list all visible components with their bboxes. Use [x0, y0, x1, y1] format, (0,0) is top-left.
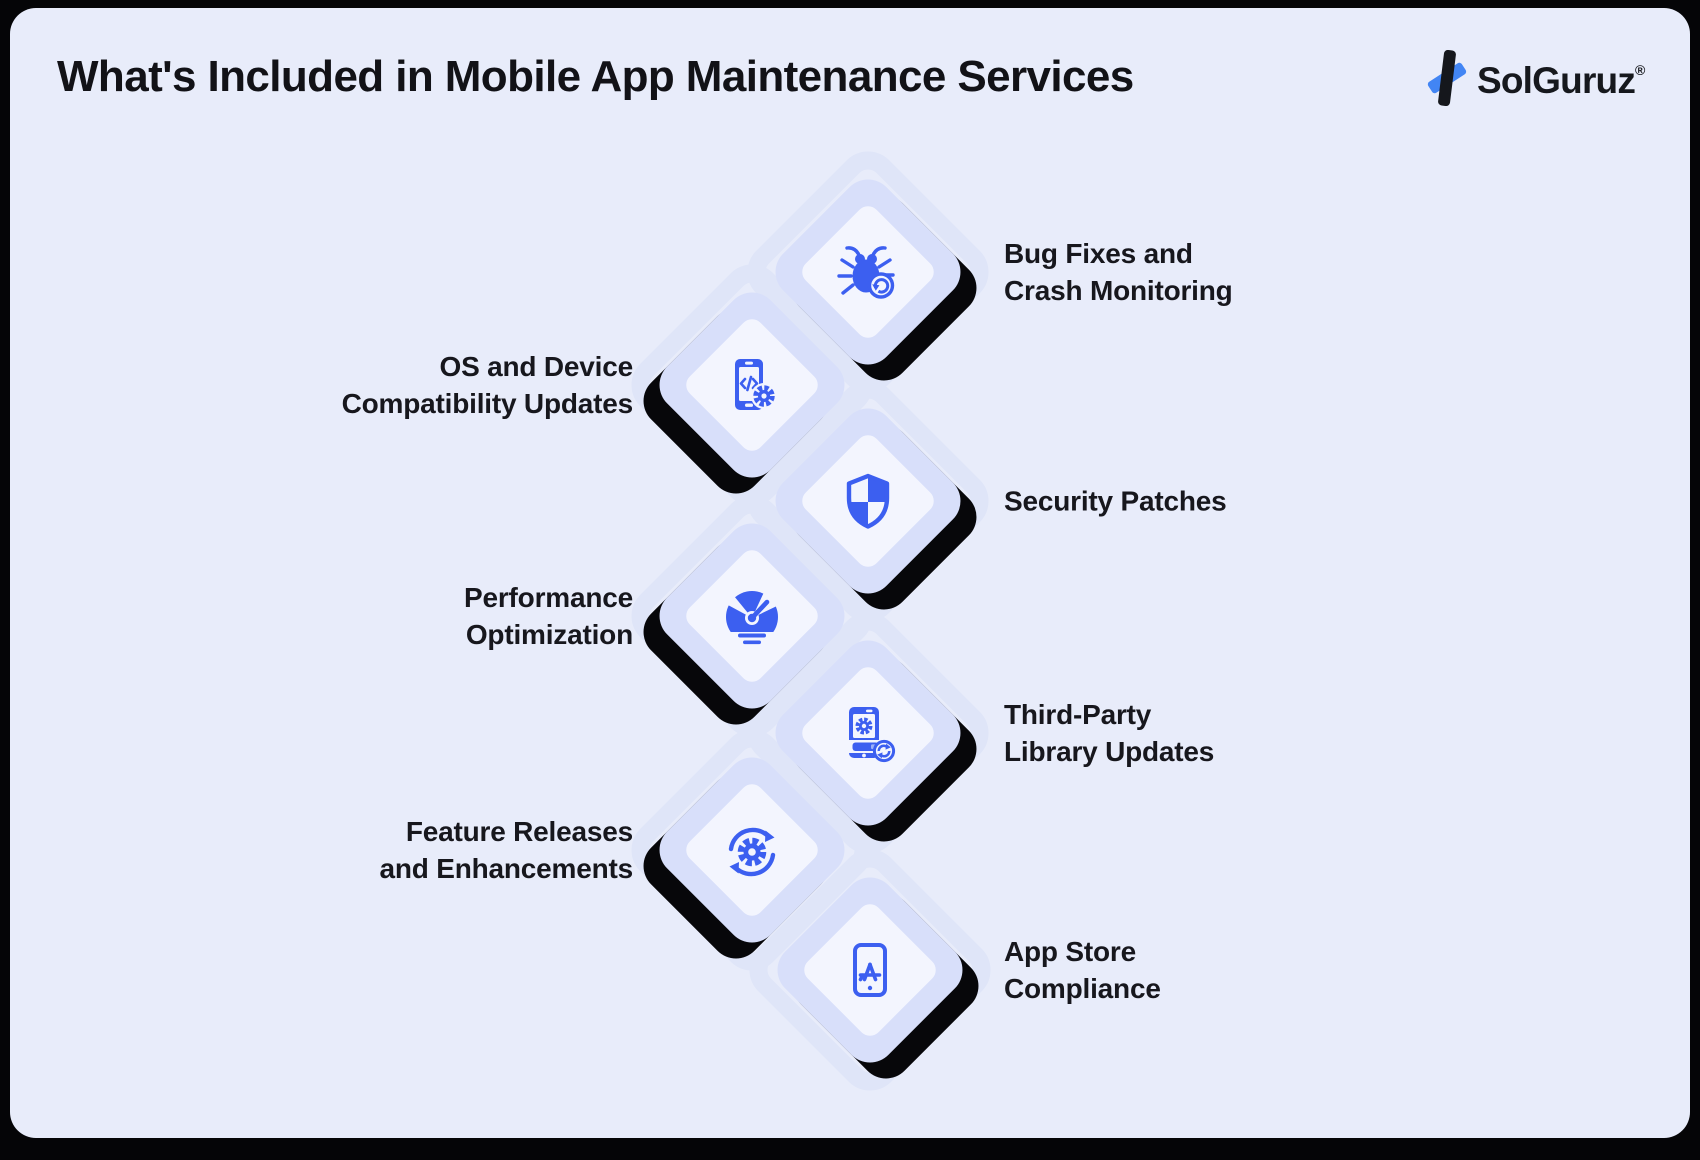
phone-update-icon	[836, 701, 900, 765]
tile-body	[648, 512, 856, 720]
tile-body	[764, 397, 972, 605]
label-third-party: Third-Party Library Updates	[1004, 699, 1215, 767]
shield-icon	[836, 469, 900, 533]
tile-body	[648, 281, 856, 489]
bug-refresh-icon	[836, 240, 900, 304]
tile-body	[764, 629, 972, 837]
speedometer-icon	[720, 584, 784, 648]
label-bug-fixes: Bug Fixes and Crash Monitoring	[1004, 238, 1233, 306]
solguruz-logo-icon	[1426, 49, 1468, 111]
tile-body	[764, 168, 972, 376]
label-os-device: OS and Device Compatibility Updates	[341, 351, 634, 419]
label-performance: Performance Optimization	[464, 582, 633, 650]
label-feature-releases: Feature Releases and Enhancements	[379, 816, 633, 884]
label-security: Security Patches	[1004, 485, 1227, 517]
label-app-store: App Store Compliance	[1004, 936, 1161, 1004]
appstore-phone-icon	[838, 938, 902, 1002]
phone-code-gear-icon	[720, 353, 784, 417]
solguruz-logo-text: SolGuruz®	[1477, 59, 1645, 101]
tile-body	[648, 746, 856, 954]
registered-mark: ®	[1635, 61, 1645, 78]
page-title: What's Included in Mobile App Maintenanc…	[57, 52, 1134, 101]
gear-cycle-icon	[720, 818, 784, 882]
solguruz-logo: SolGuruz®	[1426, 49, 1645, 111]
tile-body	[766, 866, 974, 1074]
